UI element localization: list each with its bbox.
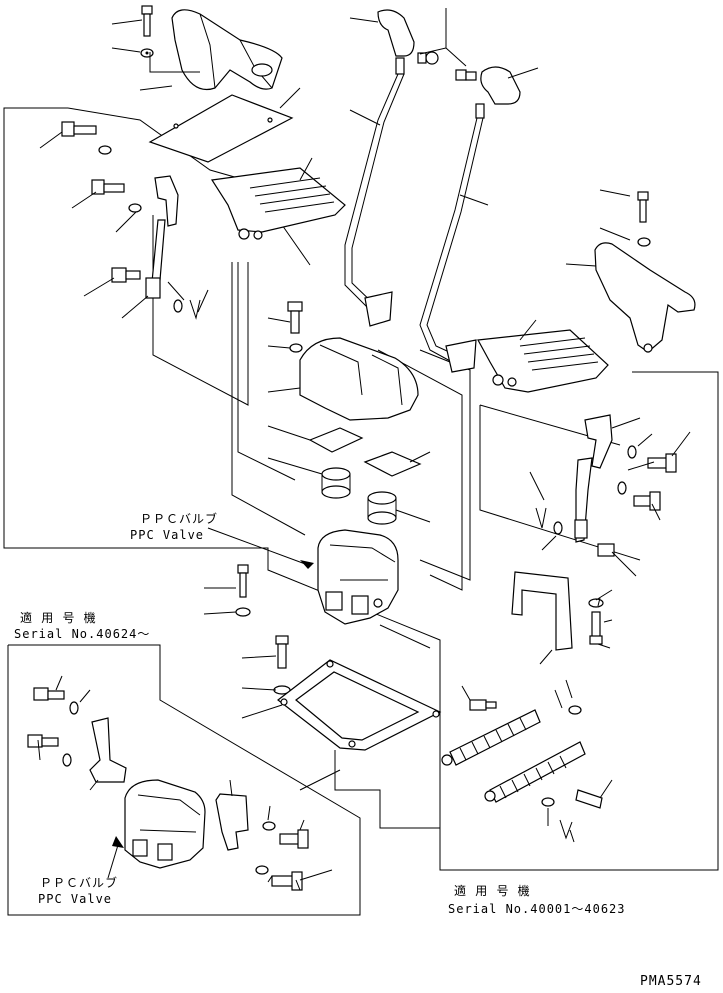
ppc-valve-label-jp-bottom: ＰＰＣバルブ xyxy=(40,876,119,890)
frame-lines xyxy=(3,107,719,916)
springs xyxy=(441,679,603,840)
ppc-valve-label-en-top: PPC Valve xyxy=(130,528,205,542)
ppc-boots-and-covers xyxy=(287,301,422,525)
serial-label-jp-left: 適 用 号 機 xyxy=(20,611,97,625)
drawing-code: PMA5574 xyxy=(640,974,702,989)
inset-serial-40624 xyxy=(27,687,309,891)
pedal-cover-top-left xyxy=(148,9,346,240)
serial-label-jp-right: 適 用 号 機 xyxy=(454,884,531,898)
mounting-plate xyxy=(277,659,442,751)
serial-label-en-right: Serial No.40001～40623 xyxy=(448,902,626,916)
control-levers xyxy=(344,9,521,373)
linkage-left xyxy=(145,175,201,320)
ppc-valve-label-jp-top: ＰＰＣバルブ xyxy=(140,512,219,526)
bolts-top-left xyxy=(61,5,183,313)
ppc-valve-label-en-bottom: PPC Valve xyxy=(38,892,113,906)
pedal-cover-right xyxy=(477,191,696,393)
leader-lines xyxy=(37,8,691,891)
linkage-right xyxy=(511,414,677,651)
serial-label-en-left: Serial No.40624～ xyxy=(14,627,151,641)
ppc-valve-main xyxy=(207,527,399,695)
